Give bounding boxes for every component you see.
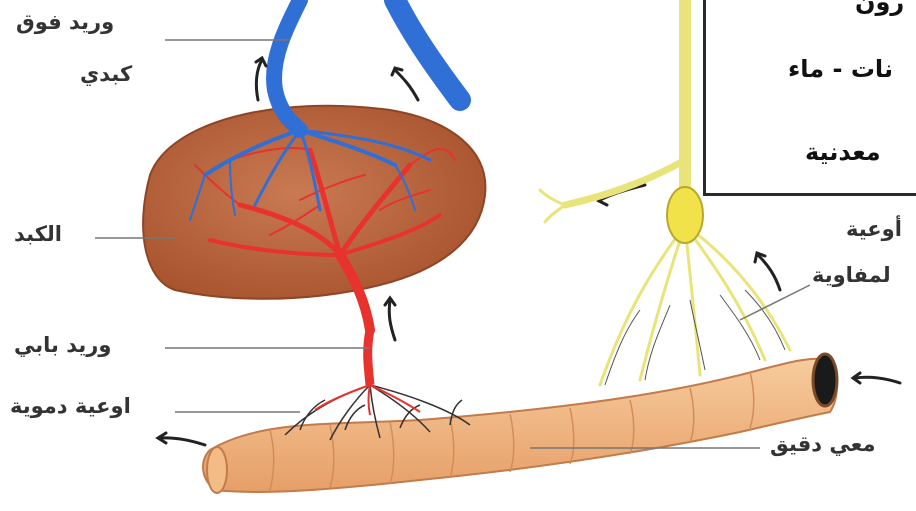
label-hepatic-vein-line-1: وريد فوق — [16, 10, 114, 34]
label-lymph-vessels-line-2: لمفاوية — [812, 263, 891, 287]
portal-vein-trunk — [368, 330, 370, 385]
info-box-line-3: معدنية — [805, 138, 881, 166]
intestine-opening — [813, 354, 837, 406]
info-box-line-2: نات - ماء — [788, 55, 893, 83]
red-capillary-tips — [315, 385, 420, 415]
lymph-node — [667, 187, 703, 243]
label-small-intestine: معي دقيق — [770, 432, 875, 456]
label-lymph-vessels-line-1: أوعية — [846, 217, 902, 241]
vena-cava — [395, 0, 460, 100]
label-liver: الكبد — [14, 222, 62, 246]
small-intestine-organ — [203, 359, 837, 492]
label-hepatic-vein-line-2: كبدي — [80, 62, 132, 86]
label-portal-vein: وريد بابي — [14, 333, 111, 357]
label-blood-vessels: اوعية دموية — [10, 394, 131, 418]
info-box-line-1: رون — [855, 0, 904, 16]
info-box — [703, 0, 916, 196]
intestine-left-end — [207, 447, 227, 493]
